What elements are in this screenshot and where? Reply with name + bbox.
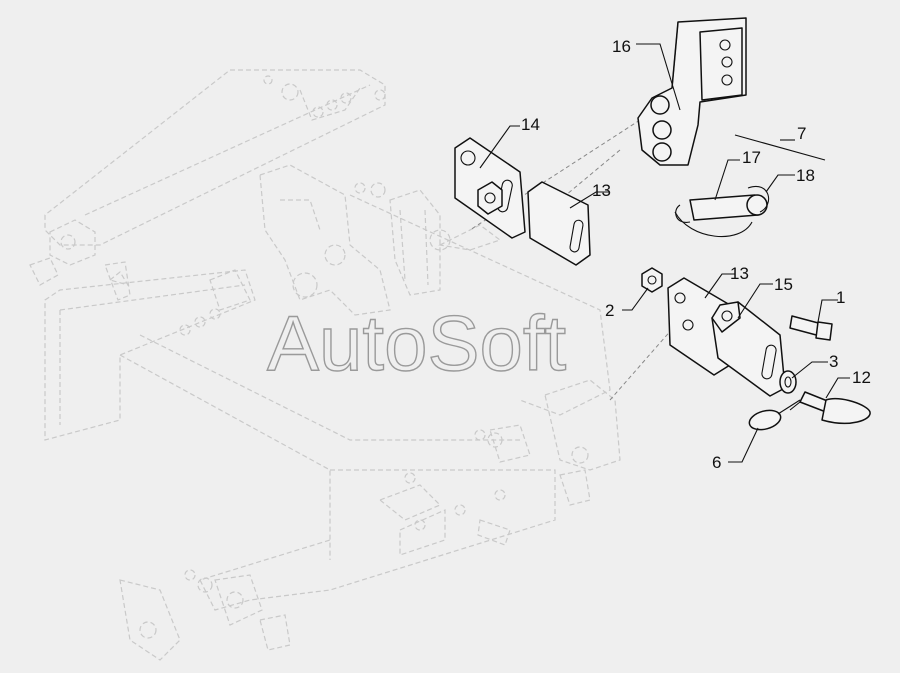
callout-13-lower: 13 bbox=[730, 264, 749, 283]
frame-ghost bbox=[29, 69, 681, 661]
part-2-nut bbox=[641, 267, 663, 293]
part-12-hitch-pin bbox=[789, 391, 871, 424]
callout-labels: 16 14 13 7 17 18 2 13 15 1 3 12 6 bbox=[521, 37, 871, 472]
watermark-text: AutoSoft bbox=[267, 299, 567, 387]
part-14-bracket bbox=[454, 137, 526, 239]
callout-18: 18 bbox=[796, 166, 815, 185]
callout-12: 12 bbox=[852, 368, 871, 387]
callout-13-upper: 13 bbox=[592, 181, 611, 200]
part-15-bracket bbox=[711, 301, 786, 397]
part-17-pin bbox=[675, 194, 768, 223]
part-3-washer bbox=[779, 370, 797, 394]
part-13-upper-plate bbox=[527, 181, 591, 266]
callout-6: 6 bbox=[712, 453, 721, 472]
callout-14: 14 bbox=[521, 115, 540, 134]
part-16-link-plates bbox=[637, 17, 747, 166]
leader-lines bbox=[479, 43, 850, 463]
part-6-retaining-ring bbox=[748, 399, 801, 431]
part-1-bolt bbox=[789, 315, 833, 341]
callout-17: 17 bbox=[742, 148, 761, 167]
callout-7: 7 bbox=[797, 124, 806, 143]
callout-2: 2 bbox=[605, 301, 614, 320]
callout-16: 16 bbox=[612, 37, 631, 56]
callout-15: 15 bbox=[774, 275, 793, 294]
part-7-ring-clip bbox=[674, 134, 826, 238]
part-18-spring-clip bbox=[747, 185, 769, 213]
callout-1: 1 bbox=[836, 288, 845, 307]
callout-3: 3 bbox=[829, 352, 838, 371]
